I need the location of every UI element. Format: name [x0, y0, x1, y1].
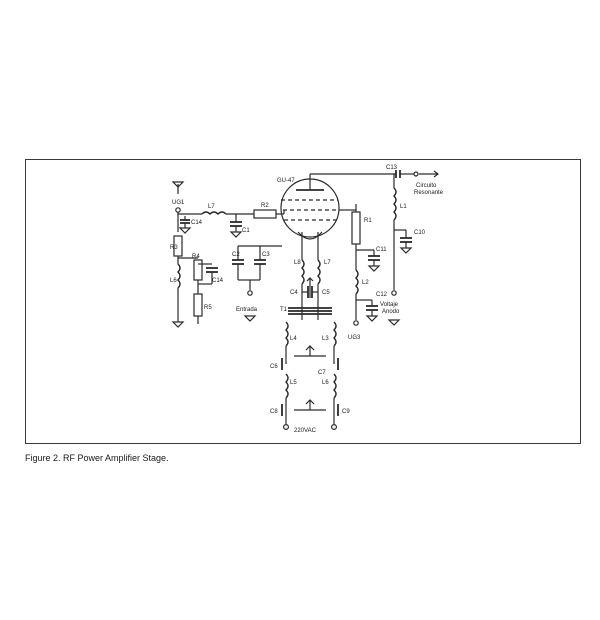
label-c12: C12 [376, 292, 388, 298]
label-c10: C10 [414, 230, 426, 236]
label-l4: L4 [290, 336, 297, 342]
label-circuito: Circuito [416, 183, 437, 189]
label-resonante: Resonante [414, 190, 444, 196]
figure-frame: GU-47 C13 Circuito Resonante L1 C10 Volt… [25, 159, 581, 444]
label-c5: C5 [322, 290, 330, 296]
label-c6: C6 [270, 364, 278, 370]
label-l5: L5 [290, 380, 297, 386]
figure-caption: Figure 2. RF Power Amplifier Stage. [25, 453, 169, 463]
label-c11: C11 [376, 247, 387, 253]
label-r1: R1 [364, 218, 372, 224]
label-c3: C3 [262, 252, 270, 258]
label-entrada: Entrada [236, 307, 258, 313]
label-ug1: UG1 [172, 200, 185, 206]
label-l1: L1 [400, 204, 407, 210]
label-r2: R2 [261, 203, 269, 209]
label-l2: L2 [362, 280, 369, 286]
label-tube: GU-47 [277, 178, 295, 184]
label-voltaje: Voltaje [380, 302, 399, 308]
label-c2: C2 [232, 252, 240, 258]
label-r5: R5 [204, 305, 212, 311]
label-r3: R3 [170, 245, 178, 251]
label-c14-top: C14 [191, 220, 203, 226]
label-l8: L8 [294, 260, 301, 266]
label-ug3: UG3 [348, 335, 361, 341]
label-c7: C7 [318, 370, 326, 376]
label-l6b: L6 [322, 380, 329, 386]
label-t1: T1 [280, 307, 288, 313]
label-l7-mid: L7 [324, 260, 331, 266]
label-r4: R4 [192, 254, 200, 260]
label-c13: C13 [386, 165, 398, 171]
amplifier-schematic: GU-47 C13 Circuito Resonante L1 C10 Volt… [170, 165, 444, 434]
label-c8: C8 [270, 409, 278, 415]
label-vac: 220VAC [294, 428, 317, 434]
label-c4: C4 [290, 290, 298, 296]
label-l3: L3 [322, 336, 329, 342]
label-c1: C1 [242, 228, 250, 234]
label-anodo: Anodo [382, 309, 400, 315]
vacuum-tube [280, 178, 340, 260]
label-l7-top: L7 [208, 204, 215, 210]
label-l6: L6 [170, 278, 177, 284]
label-c14-mid: C14 [212, 278, 224, 284]
label-c9: C9 [342, 409, 350, 415]
